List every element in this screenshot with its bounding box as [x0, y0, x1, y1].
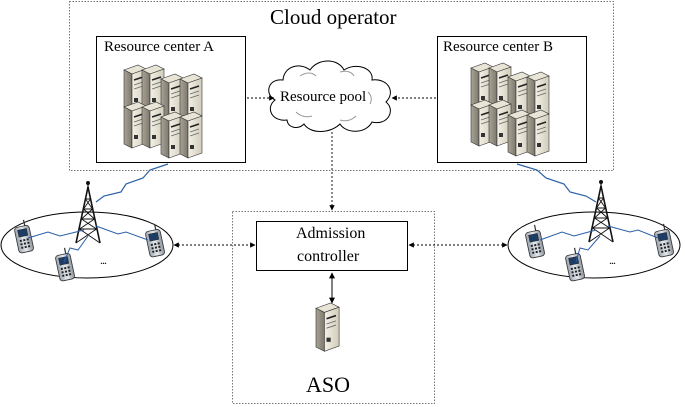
admission-controller-label-line1: Admission: [296, 225, 366, 242]
admission-controller-box: [256, 221, 408, 271]
left-cell-more-users: ...: [100, 253, 107, 267]
wireless-link-left-icon: [95, 163, 169, 203]
server-icon: [315, 302, 340, 353]
resource-center-b-label: Resource center B: [443, 39, 553, 55]
aso-label: ASO: [306, 372, 351, 397]
right-cell-area: [507, 211, 681, 279]
server-cluster-b-icon: [470, 62, 550, 157]
cloud-shading-icon: [295, 70, 372, 122]
wireless-link-right-icon: [516, 163, 597, 203]
wireless-links-right-phones-icon: [539, 225, 659, 263]
right-cell-more-users: ...: [609, 253, 616, 267]
admission-controller-label-line2: controller: [297, 248, 360, 265]
server-cluster-a-icon: [123, 64, 203, 159]
resource-center-a-label: Resource center A: [104, 39, 214, 55]
resource-pool-label: Resource pool: [280, 89, 367, 105]
wireless-links-left-phones-icon: [27, 225, 149, 263]
cloud-operator-title: Cloud operator: [270, 5, 397, 29]
cloud-icon: [268, 60, 391, 132]
